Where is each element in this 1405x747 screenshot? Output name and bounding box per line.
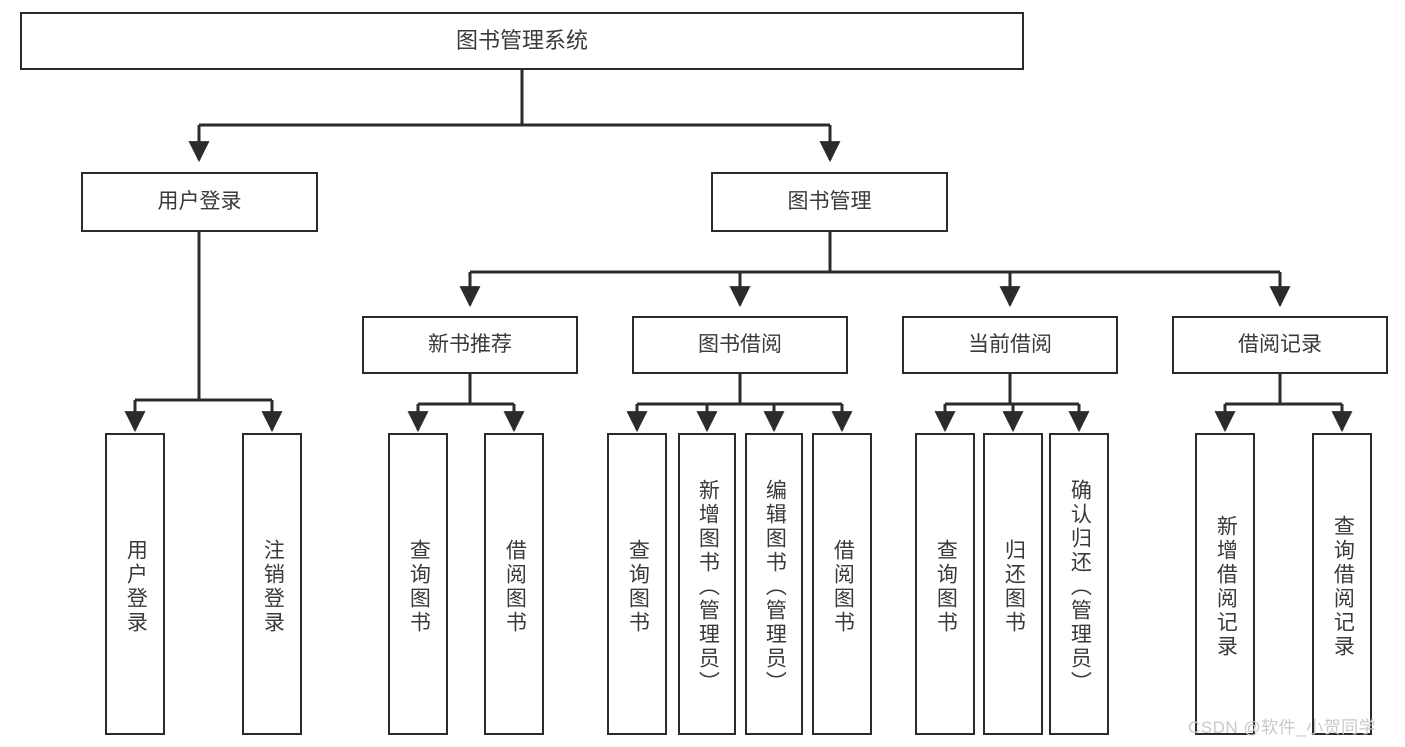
leaf-query-borrow-record[interactable]: 查询借阅记录 xyxy=(1312,433,1372,735)
leaf-query-book-borrow[interactable]: 查询图书 xyxy=(607,433,667,735)
node-current-borrow[interactable]: 当前借阅 xyxy=(902,316,1118,374)
node-label: 新书推荐 xyxy=(428,332,512,356)
leaf-return-book[interactable]: 归还图书 xyxy=(983,433,1043,735)
leaf-query-book-current[interactable]: 查询图书 xyxy=(915,433,975,735)
node-user-login[interactable]: 用户登录 xyxy=(81,172,318,232)
node-label: 新增借阅记录 xyxy=(1214,515,1238,659)
node-label: 查询图书 xyxy=(626,539,650,635)
leaf-query-book-recommend[interactable]: 查询图书 xyxy=(388,433,448,735)
node-new-book-recommend[interactable]: 新书推荐 xyxy=(362,316,578,374)
node-label: 用户登录 xyxy=(157,189,242,213)
node-book-management[interactable]: 图书管理 xyxy=(711,172,948,232)
node-label: 查询借阅记录 xyxy=(1331,515,1355,659)
node-label: 图书管理 xyxy=(787,189,872,213)
node-label: 图书借阅 xyxy=(698,332,782,356)
leaf-edit-book-admin[interactable]: 编辑图书（管理员） xyxy=(745,433,803,735)
node-label: 借阅记录 xyxy=(1238,332,1322,356)
node-borrow-record[interactable]: 借阅记录 xyxy=(1172,316,1388,374)
node-book-borrow[interactable]: 图书借阅 xyxy=(632,316,848,374)
node-label: 图书管理系统 xyxy=(455,28,588,54)
leaf-add-book-admin[interactable]: 新增图书（管理员） xyxy=(678,433,736,735)
node-label: 查询图书 xyxy=(407,539,431,635)
node-label: 借阅图书 xyxy=(503,539,527,635)
node-label: 当前借阅 xyxy=(968,332,1052,356)
node-label: 编辑图书（管理员） xyxy=(763,479,787,695)
node-label: 确认归还（管理员） xyxy=(1068,479,1092,695)
leaf-add-borrow-record[interactable]: 新增借阅记录 xyxy=(1195,433,1255,735)
node-label: 注销登录 xyxy=(261,539,285,635)
node-label: 归还图书 xyxy=(1002,539,1026,635)
node-label: 用户登录 xyxy=(124,539,148,635)
leaf-borrow-book[interactable]: 借阅图书 xyxy=(812,433,872,735)
node-label: 借阅图书 xyxy=(831,539,855,635)
leaf-user-login[interactable]: 用户登录 xyxy=(105,433,165,735)
leaf-user-logout[interactable]: 注销登录 xyxy=(242,433,302,735)
node-root-system[interactable]: 图书管理系统 xyxy=(20,12,1024,70)
leaf-borrow-book-recommend[interactable]: 借阅图书 xyxy=(484,433,544,735)
node-label: 新增图书（管理员） xyxy=(696,479,720,695)
leaf-confirm-return-admin[interactable]: 确认归还（管理员） xyxy=(1049,433,1109,735)
watermark: CSDN @软件_小贺同学 xyxy=(1188,718,1377,737)
node-label: 查询图书 xyxy=(934,539,958,635)
